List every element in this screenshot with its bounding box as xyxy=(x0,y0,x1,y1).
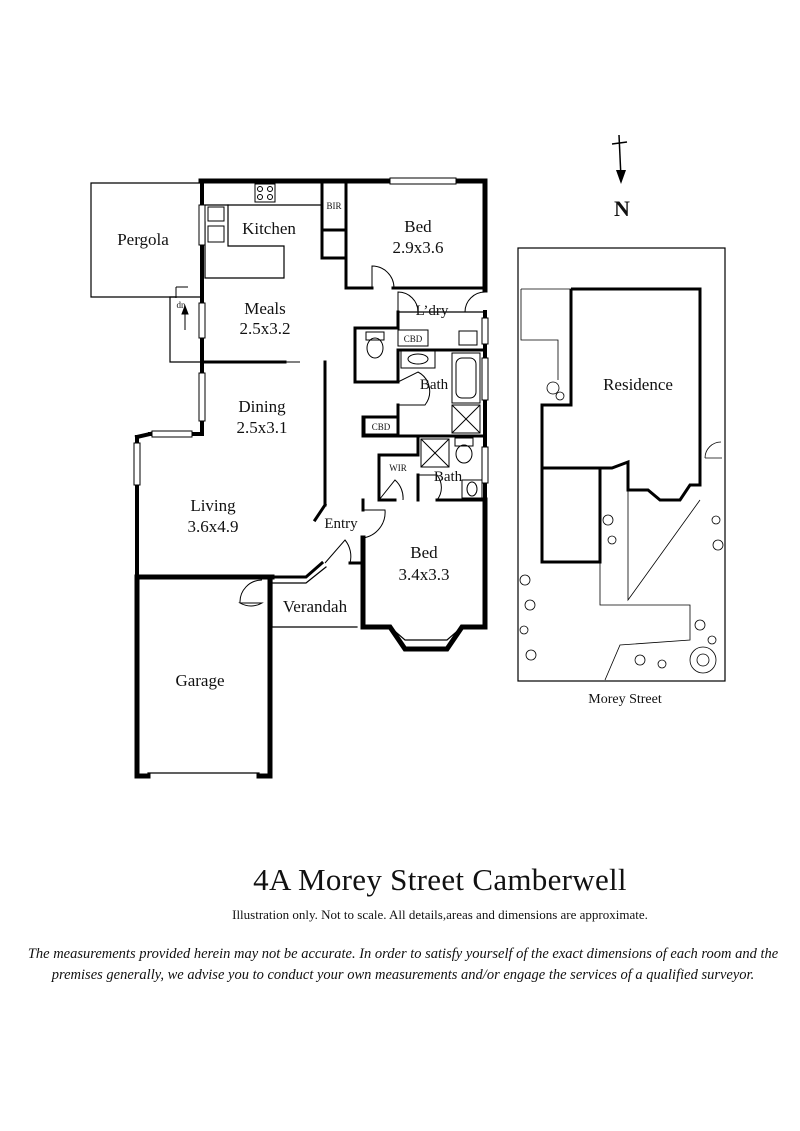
fixtures xyxy=(207,183,483,499)
room-label-dining: Dining xyxy=(238,397,286,416)
garden-shrubs xyxy=(519,381,724,674)
room-size-meals: 2.5x3.2 xyxy=(240,319,291,338)
site-label-residence: Residence xyxy=(603,375,673,394)
north-label: N xyxy=(614,196,630,221)
scale-note: Illustration only. Not to scale. All det… xyxy=(232,907,648,922)
property-title: 4A Morey Street Camberwell xyxy=(253,862,627,897)
room-label-verandah: Verandah xyxy=(283,597,348,616)
site-label-street: Morey Street xyxy=(588,692,662,707)
room-label-bath-1: Bath xyxy=(420,377,449,393)
room-label-bir: BIR xyxy=(326,201,341,211)
step-label: dn xyxy=(177,300,187,310)
room-label-entry: Entry xyxy=(324,516,358,532)
room-label-cbd-1: CBD xyxy=(404,334,423,344)
room-label-living: Living xyxy=(190,496,236,515)
room-size-bed-2: 3.4x3.3 xyxy=(399,565,450,584)
room-label-wir: WIR xyxy=(389,463,407,473)
disclaimer-text: The measurements provided herein may not… xyxy=(27,946,779,983)
room-label-kitchen: Kitchen xyxy=(242,219,296,238)
room-label-pergola: Pergola xyxy=(117,230,169,249)
step-arrow xyxy=(175,286,189,330)
room-label-meals: Meals xyxy=(244,299,286,318)
floor-plan-walls xyxy=(90,178,488,779)
door-swings xyxy=(238,265,486,607)
floor-plan: Pergola Kitchen BIR Bed 2.9x3.6 Meals 2.… xyxy=(90,134,726,779)
room-size-dining: 2.5x3.1 xyxy=(237,418,288,437)
windows xyxy=(133,177,489,486)
room-label-bed-2: Bed xyxy=(410,543,438,562)
room-label-bed-1: Bed xyxy=(404,217,432,236)
room-size-bed-1: 2.9x3.6 xyxy=(393,238,444,257)
north-arrow-icon xyxy=(611,134,628,184)
room-label-cbd-2: CBD xyxy=(372,422,391,432)
site-plan xyxy=(517,247,726,682)
room-label-garage: Garage xyxy=(175,671,224,690)
room-label-laundry: L’dry xyxy=(416,303,449,319)
room-size-living: 3.6x4.9 xyxy=(188,517,239,536)
room-label-bath-2: Bath xyxy=(434,469,463,485)
